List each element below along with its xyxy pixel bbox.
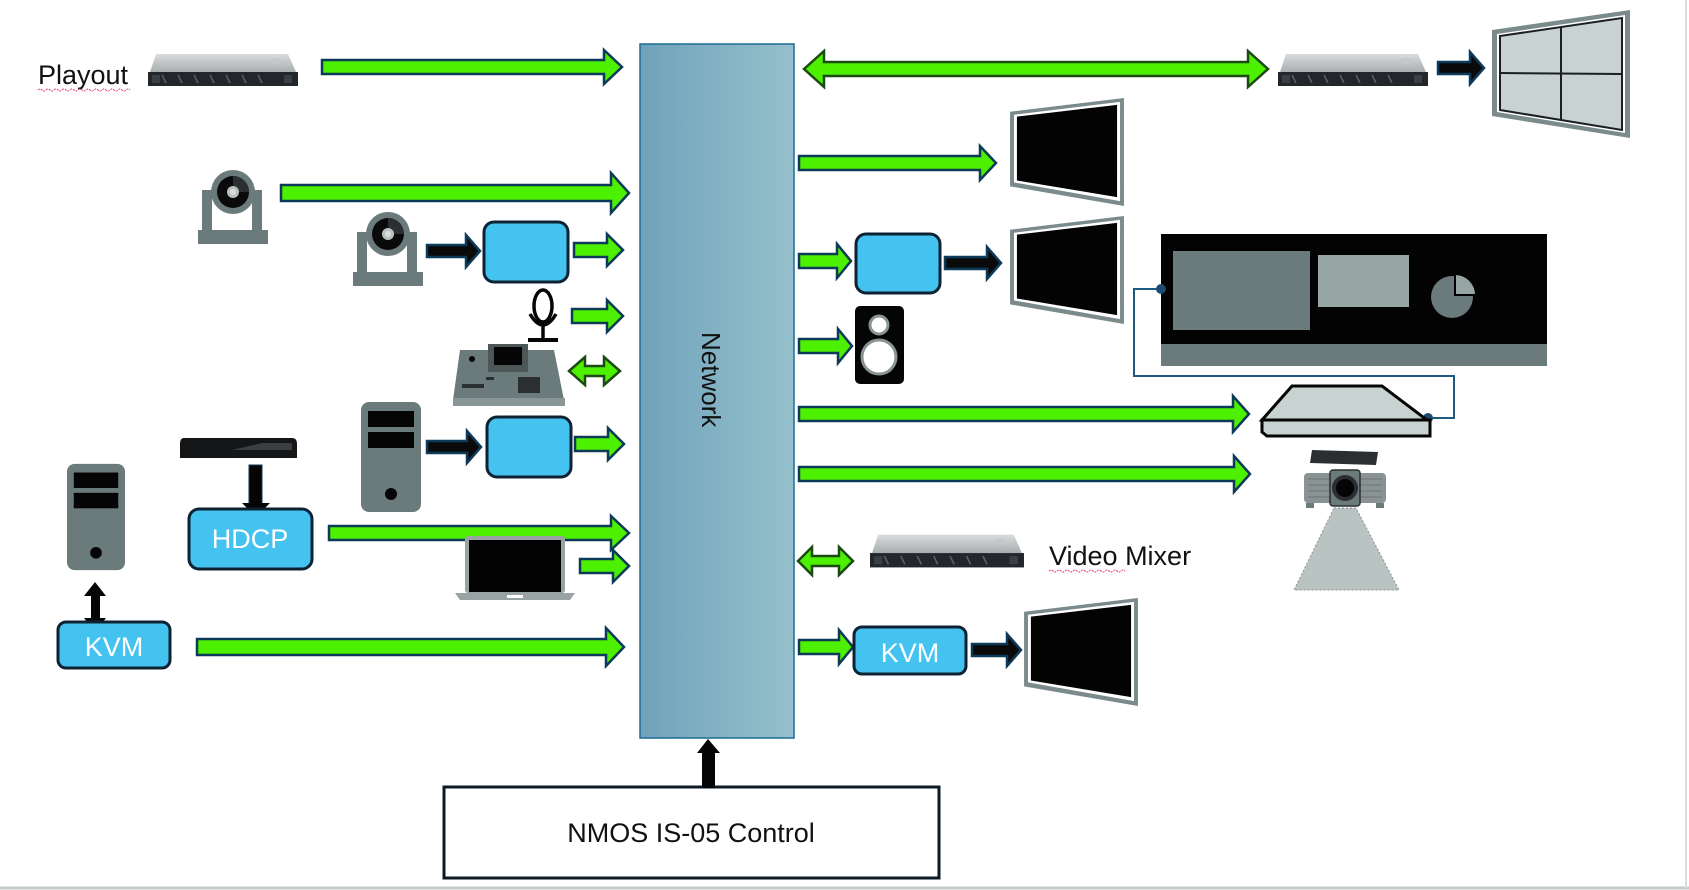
control-console-icon <box>453 344 565 406</box>
signal-arrows <box>195 47 1270 670</box>
processor-box-cam2[interactable] <box>482 220 570 284</box>
control-to-network-arrow <box>697 739 720 788</box>
baseband-arrow <box>943 243 1003 283</box>
playout-server-icon <box>148 53 298 87</box>
ptz-camera-icon <box>198 170 268 244</box>
kvm-left-label: KVM <box>85 632 144 662</box>
baseband-arrow <box>970 630 1023 670</box>
signal-arrow <box>797 142 998 184</box>
speaker-icon <box>855 306 904 384</box>
signal-arrow-bidirectional <box>567 354 622 388</box>
signal-arrow <box>578 546 631 586</box>
video-mixer[interactable]: Video Mixer <box>870 533 1191 573</box>
baseband-arrows <box>425 48 1486 670</box>
monitor-icon <box>1024 598 1138 706</box>
playout-label: Playout <box>38 60 129 90</box>
signal-arrow <box>279 169 631 217</box>
signal-arrow <box>797 240 853 282</box>
encoder-server-icon <box>1258 384 1432 438</box>
bluray-player-icon <box>180 438 297 458</box>
signal-arrow <box>195 624 626 670</box>
monitor-icon <box>1010 98 1124 206</box>
pc-tower-icon <box>67 463 125 571</box>
processor-box-pc[interactable] <box>485 415 573 479</box>
hdcp-box[interactable]: HDCP <box>187 507 314 571</box>
signal-arrow <box>327 513 631 553</box>
signal-arrow-bidirectional <box>796 543 855 579</box>
video-wall-icon[interactable] <box>1492 10 1630 138</box>
baseband-arrow <box>425 231 482 271</box>
signal-arrow <box>570 296 625 336</box>
network-block <box>639 43 795 739</box>
network-core[interactable]: Network <box>639 43 795 739</box>
processor-box-monitor2[interactable] <box>854 232 942 295</box>
signal-arrow <box>573 424 626 464</box>
kvm-box-left[interactable]: KVM <box>56 620 172 670</box>
playout-source[interactable]: Playout <box>37 53 298 92</box>
hdcp-label: HDCP <box>212 524 289 554</box>
multiviewer-server-icon <box>1278 53 1428 87</box>
signal-arrow <box>797 392 1251 436</box>
projector-icon <box>1293 450 1400 591</box>
signal-arrow <box>797 325 854 367</box>
network-label: Network <box>696 332 726 428</box>
dashboard-display-icon[interactable] <box>1161 234 1547 366</box>
signal-arrow-bidirectional <box>802 48 1270 90</box>
video-mixer-server-icon <box>870 533 1024 569</box>
signal-arrow <box>572 230 625 270</box>
laptop-icon <box>455 536 575 600</box>
control-box <box>442 785 941 880</box>
nmos-control[interactable]: NMOS IS-05 Control <box>442 785 941 880</box>
video-mixer-label: Video Mixer <box>1049 541 1191 571</box>
signal-arrow <box>797 626 855 668</box>
microphone-icon <box>528 288 558 342</box>
baseband-arrow <box>1436 48 1486 88</box>
control-label: NMOS IS-05 Control <box>567 818 815 848</box>
signal-arrow <box>320 47 624 87</box>
ptz-camera-icon <box>353 212 423 286</box>
pc-tower-icon <box>361 402 421 512</box>
monitor-icon <box>1010 216 1124 324</box>
kvm-right-label: KVM <box>881 638 940 668</box>
kvm-box-right[interactable]: KVM <box>852 625 968 676</box>
signal-arrow <box>797 452 1252 496</box>
baseband-arrow <box>425 427 483 467</box>
